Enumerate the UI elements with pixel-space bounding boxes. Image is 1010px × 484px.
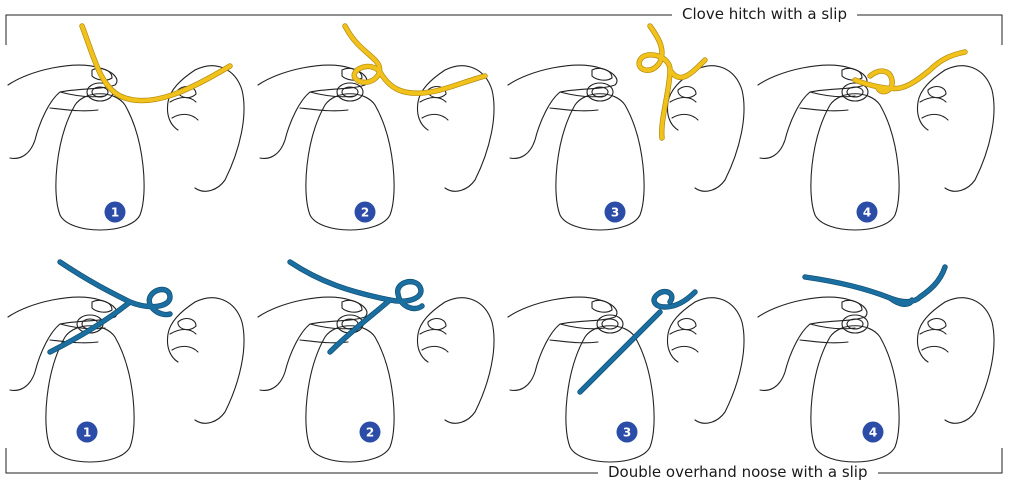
step-number: 1 (111, 206, 119, 220)
cord (50, 262, 170, 352)
clove-hitch-steps-row: 1 2 3 4 (8, 26, 994, 230)
step-number: 2 (366, 426, 374, 440)
clove-hitch-step-4-badge: 4 (857, 202, 878, 223)
clove-hitch-step-1-badge: 1 (105, 202, 126, 223)
noose-step-2-badge: 2 (360, 422, 381, 443)
step-number: 4 (869, 426, 877, 440)
clove-hitch-step-4-illustration (758, 52, 994, 230)
noose-step-1-illustration (8, 262, 244, 462)
clove-hitch-step-1-illustration (8, 26, 244, 230)
double-overhand-noose-title: Double overhand noose with a slip (598, 463, 878, 481)
clove-hitch-step-2-illustration (258, 26, 494, 230)
clove-hitch-step-2-badge: 2 (355, 202, 376, 223)
clove-hitch-step-3-illustration (508, 26, 744, 230)
cord (805, 267, 945, 304)
cord-outline (639, 26, 705, 138)
cord-outline (805, 267, 945, 304)
cord (345, 26, 485, 93)
noose-step-4-badge: 4 (863, 422, 884, 443)
step-number: 2 (361, 206, 369, 220)
step-number: 3 (611, 206, 619, 220)
step-number: 1 (83, 426, 91, 440)
step-number: 3 (623, 426, 631, 440)
double-overhand-noose-steps-row: 1 2 3 4 (8, 262, 994, 462)
noose-step-1-badge: 1 (77, 422, 98, 443)
cord-outline (82, 26, 230, 101)
cord (82, 26, 230, 101)
step-number: 4 (863, 206, 871, 220)
cord (290, 262, 422, 352)
clove-hitch-title: Clove hitch with a slip (672, 5, 857, 23)
clove-hitch-step-3-badge: 3 (605, 202, 626, 223)
noose-step-3-badge: 3 (617, 422, 638, 443)
cord (639, 26, 705, 138)
